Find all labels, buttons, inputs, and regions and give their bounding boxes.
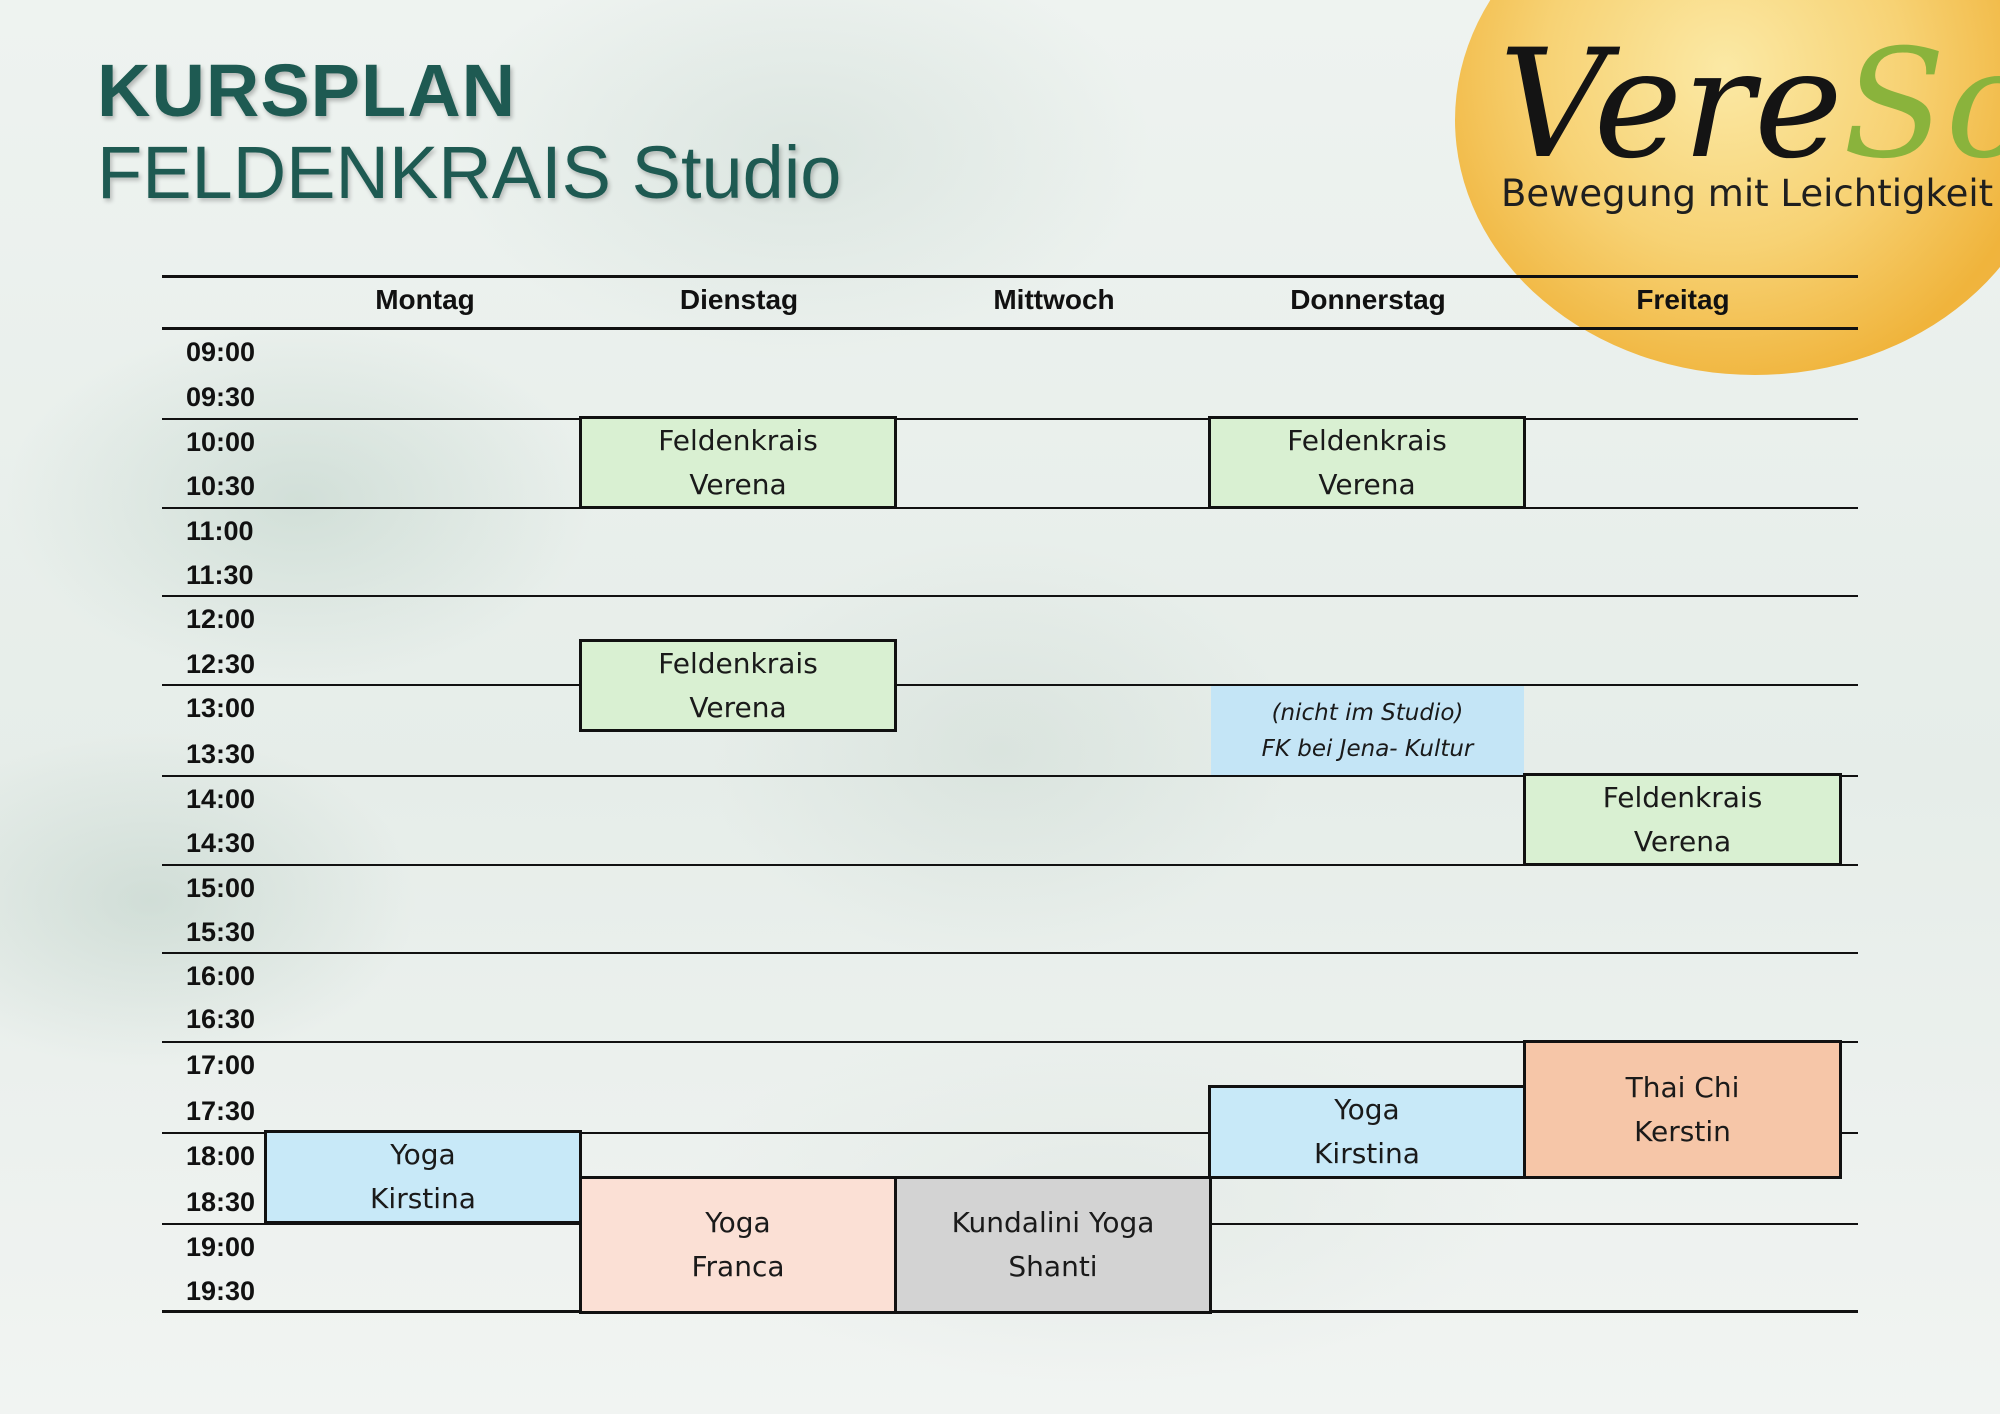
- logo-wordmark: VereSol: [1499, 20, 2000, 190]
- logo-sol: Sol: [1842, 18, 2000, 192]
- time-label: 18:30: [186, 1187, 256, 1217]
- course-instructor: Kerstin: [1634, 1114, 1731, 1148]
- time-label: 17:30: [186, 1096, 256, 1126]
- day-header-donnerstag: Donnerstag: [1290, 284, 1446, 315]
- time-label: 11:00: [186, 516, 254, 546]
- time-label: 17:00: [186, 1050, 256, 1080]
- table-top-rule: [162, 275, 1858, 278]
- hour-divider: [162, 684, 1858, 686]
- time-label: 13:30: [186, 739, 256, 769]
- course-block-dienstag-feldenkrais-morning[interactable]: Feldenkrais Verena: [579, 416, 897, 509]
- page-title: KURSPLAN: [97, 49, 517, 132]
- time-label: 16:00: [186, 961, 256, 991]
- time-label: 19:30: [186, 1276, 256, 1306]
- hour-divider: [162, 952, 1858, 954]
- logo-vere: Vere: [1499, 18, 1843, 192]
- course-block-freitag-feldenkrais[interactable]: Feldenkrais Verena: [1523, 773, 1842, 866]
- time-label: 12:30: [186, 649, 256, 679]
- hour-divider: [162, 775, 1858, 777]
- course-title: Yoga: [705, 1206, 771, 1239]
- course-title: Kundalini Yoga: [951, 1206, 1155, 1239]
- time-label: 16:30: [186, 1004, 256, 1034]
- time-label: 15:00: [186, 873, 256, 903]
- time-label: 12:00: [186, 604, 256, 634]
- course-instructor: Kirstina: [370, 1182, 476, 1215]
- time-label: 09:30: [186, 382, 256, 412]
- course-instructor: Kirstina: [1314, 1137, 1420, 1170]
- day-header-mittwoch: Mittwoch: [993, 284, 1115, 315]
- time-label: 10:00: [186, 427, 256, 457]
- course-title: Feldenkrais: [658, 423, 818, 457]
- course-title: Thai Chi: [1625, 1070, 1740, 1104]
- course-block-freitag-thai-chi[interactable]: Thai Chi Kerstin: [1523, 1040, 1842, 1179]
- course-title: Feldenkrais: [1602, 780, 1763, 814]
- course-block-dienstag-feldenkrais-midday[interactable]: Feldenkrais Verena: [579, 639, 897, 732]
- course-note-line2: FK bei Jena- Kultur: [1261, 735, 1474, 762]
- hour-divider: [162, 1041, 1858, 1043]
- course-instructor: Verena: [689, 690, 787, 724]
- time-label: 11:30: [186, 560, 254, 590]
- course-title: Feldenkrais: [658, 646, 818, 680]
- time-label: 09:00: [186, 337, 256, 367]
- course-block-donnerstag-external-note[interactable]: (nicht im Studio) FK bei Jena- Kultur: [1211, 686, 1524, 775]
- course-instructor: Shanti: [1008, 1250, 1098, 1283]
- time-label: 13:00: [186, 693, 256, 723]
- course-block-donnerstag-feldenkrais-morning[interactable]: Feldenkrais Verena: [1208, 416, 1526, 509]
- course-block-mittwoch-kundalini-yoga[interactable]: Kundalini Yoga Shanti: [894, 1176, 1212, 1314]
- course-title: Yoga: [1334, 1093, 1400, 1126]
- day-header-montag: Montag: [375, 284, 475, 315]
- logo-tagline: Bewegung mit Leichtigkeit: [1501, 172, 1994, 215]
- header-bottom-rule: [162, 327, 1858, 330]
- course-block-dienstag-yoga[interactable]: Yoga Franca: [579, 1176, 897, 1314]
- time-label: 19:00: [186, 1232, 256, 1262]
- day-header-freitag: Freitag: [1636, 284, 1730, 315]
- course-title: Feldenkrais: [1287, 423, 1447, 457]
- time-label: 18:00: [186, 1141, 256, 1171]
- time-label: 10:30: [186, 471, 256, 501]
- course-instructor: Verena: [1318, 467, 1416, 501]
- course-instructor: Verena: [1633, 824, 1732, 858]
- veresol-logo: VereSol Bewegung mit Leichtigkeit: [1495, 20, 2000, 230]
- day-header-dienstag: Dienstag: [679, 284, 799, 315]
- hour-divider: [162, 595, 1858, 597]
- hour-divider: [162, 507, 1858, 509]
- course-title: Yoga: [390, 1138, 456, 1171]
- hour-divider: [162, 418, 1858, 420]
- time-label: 15:30: [186, 917, 256, 947]
- course-instructor: Verena: [689, 467, 787, 501]
- time-label: 14:30: [186, 828, 256, 858]
- course-block-montag-yoga[interactable]: Yoga Kirstina: [264, 1130, 582, 1224]
- hour-divider: [162, 864, 1858, 866]
- course-note-line1: (nicht im Studio): [1271, 699, 1464, 726]
- course-block-donnerstag-yoga[interactable]: Yoga Kirstina: [1208, 1085, 1526, 1179]
- time-label: 14:00: [186, 784, 256, 814]
- course-instructor: Franca: [691, 1250, 785, 1283]
- page-subtitle: FELDENKRAIS Studio: [97, 131, 842, 214]
- hour-divider: [162, 1132, 1858, 1134]
